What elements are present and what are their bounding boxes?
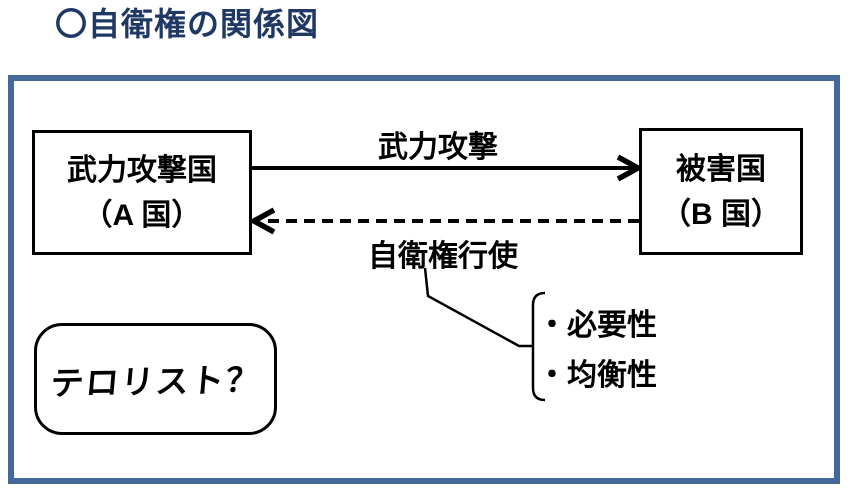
connector-line: [423, 267, 533, 348]
victim-box: 被害国 （B 国）: [639, 128, 803, 255]
attack-arrow: [252, 154, 644, 182]
left-bracket: [531, 291, 546, 402]
attack-arrow-label: 武力攻撃: [378, 131, 498, 164]
connector-layer: [248, 154, 644, 402]
attacker-name: 武力攻撃国: [67, 153, 217, 187]
terrorist-label: テロリスト？: [48, 361, 263, 402]
attacker-alias: （A 国）: [82, 198, 202, 232]
condition-necessity: ・必要性: [537, 309, 657, 342]
self-defense-arrow-label: 自衛権行使: [368, 240, 518, 273]
victim-name: 被害国: [676, 152, 766, 186]
condition-proportionality: ・均衡性: [537, 359, 657, 392]
page-title: 〇自衛権の関係図: [55, 6, 320, 42]
victim-alias: （B 国）: [661, 197, 781, 231]
self-defense-arrow: [248, 207, 639, 235]
diagram-frame: 武力攻撃国 （A 国） 被害国 （B 国） 武力攻撃 自衛権行使 ・必要性 ・均…: [8, 75, 840, 484]
attacker-box: 武力攻撃国 （A 国）: [32, 130, 252, 255]
terrorist-box: テロリスト？: [34, 323, 277, 435]
